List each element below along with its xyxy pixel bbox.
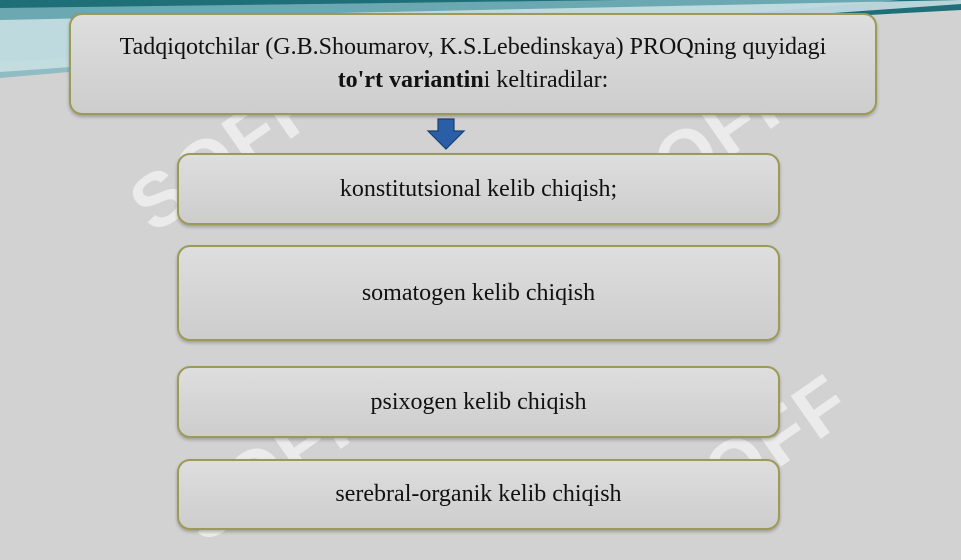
list-item-label: konstitutsional kelib chiqish;	[339, 175, 618, 202]
list-item-label: psixogen kelib chiqish	[370, 388, 587, 415]
header-text-bold: to'rt variantin	[337, 67, 484, 93]
down-arrow-icon	[426, 118, 466, 150]
list-item: psixogen kelib chiqish	[177, 366, 780, 438]
header-text: Tadqiqotchilar (G.B.Shoumarov, K.S.Lebed…	[111, 31, 835, 97]
header-text-start: Tadqiqotchilar (G.B.Shoumarov, K.S.Lebed…	[119, 34, 827, 60]
header-box: Tadqiqotchilar (G.B.Shoumarov, K.S.Lebed…	[69, 13, 877, 115]
list-item: serebral-organik kelib chiqish	[177, 459, 780, 530]
list-item: somatogen kelib chiqish	[177, 245, 780, 341]
list-item-label: somatogen kelib chiqish	[361, 279, 596, 306]
list-item: konstitutsional kelib chiqish;	[177, 153, 780, 225]
list-item-label: serebral-organik kelib chiqish	[335, 481, 622, 507]
header-text-end: i keltiradilar:	[483, 67, 609, 93]
